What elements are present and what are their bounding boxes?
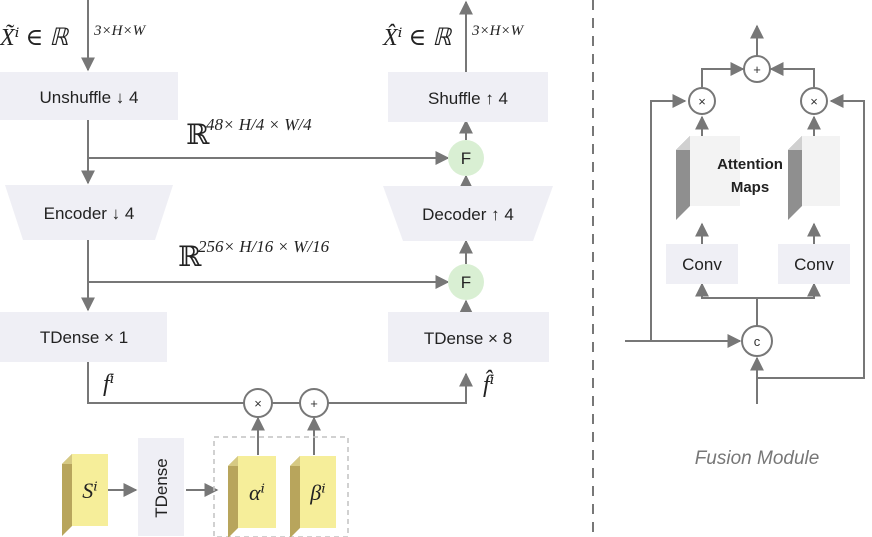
- beta-label: βⁱ: [309, 480, 325, 505]
- fusion-connection-lines: [625, 24, 865, 404]
- multiply-op-label: ×: [254, 396, 262, 411]
- tdense-modulation-label: TDense: [152, 458, 171, 518]
- fuse-node-upper-label: F: [461, 149, 471, 168]
- attention-title-line2: Maps: [731, 179, 769, 196]
- fusion-add-label: +: [753, 62, 761, 77]
- unshuffle-label: Unshuffle ↓ 4: [40, 88, 139, 107]
- beta-cube: βⁱ: [290, 456, 336, 537]
- input-tensor-shape: 3×H×W: [93, 23, 147, 39]
- tdense-left-block: [0, 312, 167, 362]
- skip2-shape: 256× H/16 × W/16: [198, 237, 330, 256]
- encoder-label: Encoder ↓ 4: [44, 204, 135, 223]
- output-tensor-shape: 3×H×W: [471, 23, 525, 39]
- input-tensor-label: X̃ⁱ ∈ ℝ: [0, 24, 69, 51]
- add-op: [299, 388, 329, 418]
- concat-op-label: c: [754, 334, 761, 349]
- attention-map-right: [788, 136, 840, 220]
- attention-title-line1: Attention: [717, 156, 783, 173]
- unshuffle-block: [0, 72, 178, 120]
- skip1-space-symbol: ℝ: [186, 120, 210, 151]
- multiply-op: [243, 388, 273, 418]
- conv-left-label: Conv: [682, 255, 722, 274]
- conv-right-block: [778, 244, 850, 284]
- concat-op: [741, 325, 773, 357]
- conv-right-label: Conv: [794, 255, 834, 274]
- shuffle-block: [388, 72, 548, 122]
- fuse-node-lower: [448, 264, 484, 300]
- fusion-multiply-right-label: ×: [810, 94, 818, 109]
- skip1-shape: 48× H/4 × W/4: [206, 115, 312, 134]
- param-group-border: [213, 436, 349, 537]
- shuffle-label: Shuffle ↑ 4: [428, 89, 508, 108]
- fusion-module-caption: Fusion Module: [695, 448, 820, 469]
- encoder-block: [5, 185, 173, 240]
- decoder-label: Decoder ↑ 4: [422, 205, 514, 224]
- add-op-label: +: [310, 396, 318, 411]
- f-label: fⁱ: [103, 371, 115, 397]
- fusion-multiply-left-label: ×: [698, 94, 706, 109]
- alpha-cube: αⁱ: [228, 456, 276, 537]
- skip2-space-symbol: ℝ: [178, 242, 202, 273]
- tdense-left-label: TDense × 1: [40, 328, 128, 347]
- tdense-right-label: TDense × 8: [424, 329, 512, 348]
- s-label: Sⁱ: [82, 478, 97, 503]
- f-hat-label: f̂ⁱ: [483, 370, 495, 398]
- fuse-node-lower-label: F: [461, 273, 471, 292]
- tdense-modulation-block: [138, 438, 184, 536]
- fusion-multiply-left: [688, 87, 716, 115]
- s-feature-cube: Sⁱ: [62, 454, 108, 536]
- output-tensor-label: X̂ⁱ ∈ ℝ: [382, 24, 452, 51]
- decoder-block: [383, 186, 553, 241]
- fusion-add-op: [743, 55, 771, 83]
- attention-map-left: [676, 136, 740, 220]
- alpha-label: αⁱ: [249, 480, 265, 505]
- fuse-node-upper: [448, 140, 484, 176]
- fusion-multiply-right: [800, 87, 828, 115]
- conv-left-block: [666, 244, 738, 284]
- connection-lines: [81, 0, 473, 497]
- tdense-right-block: [388, 312, 549, 362]
